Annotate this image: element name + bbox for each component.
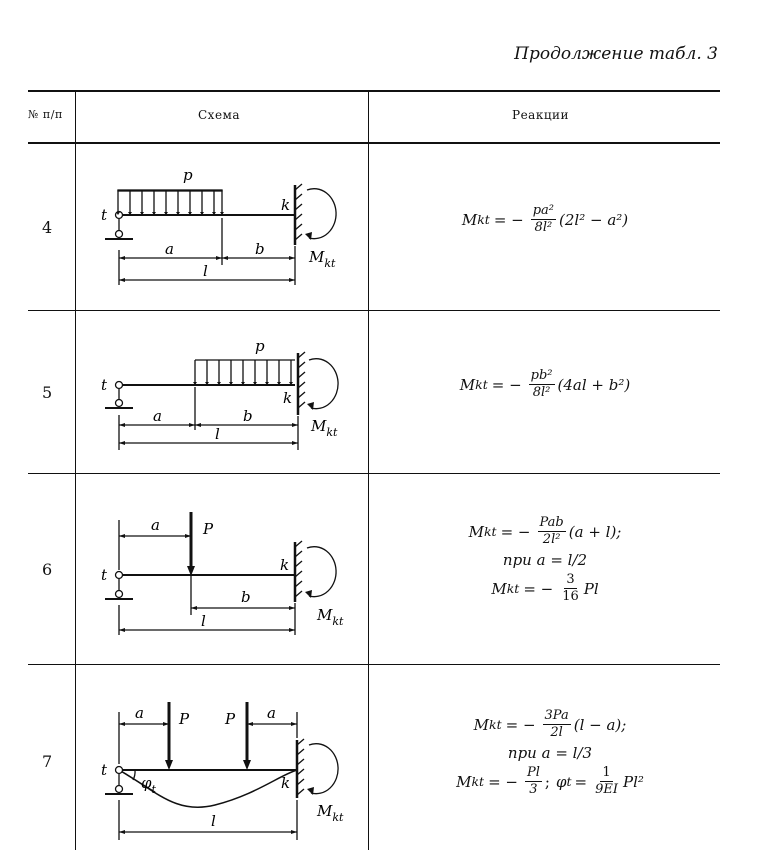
label-k: k (281, 196, 290, 214)
label-phi: φt (141, 774, 157, 796)
label-a2: a (267, 704, 276, 722)
header-scheme: Схема (198, 108, 241, 122)
label-l: l (215, 425, 220, 443)
header-num: № п/п (28, 108, 63, 121)
label-b: b (255, 240, 265, 258)
formula-condition: при a = l/2 (502, 551, 588, 569)
label-t: t (101, 376, 108, 394)
label-m: Mkt (316, 606, 344, 628)
header-bottom-rule (28, 142, 720, 144)
column-rule (75, 90, 76, 850)
label-b: b (241, 588, 251, 606)
label-m: Mkt (308, 248, 336, 270)
label-a: a (165, 240, 174, 258)
label-k: k (281, 774, 290, 792)
label-p: p (255, 337, 265, 355)
formula-condition: при a = l/3 (507, 744, 593, 762)
row-number: 6 (42, 560, 53, 579)
label-l: l (201, 612, 206, 630)
label-l: l (203, 262, 208, 280)
scheme-row-7: P P a a t φt l k Mkt (101, 702, 344, 840)
row-rule (28, 473, 720, 474)
header-reactions: Реакции (512, 108, 570, 122)
row-number: 7 (42, 752, 53, 771)
label-t: t (101, 566, 108, 584)
label-a1: a (135, 704, 144, 722)
row-rule (28, 310, 720, 311)
label-p: p (183, 166, 193, 184)
scheme-row-5: p t a b l k Mkt (101, 337, 339, 450)
table-caption: Продолжение табл. 3 (514, 44, 718, 64)
column-rule (368, 90, 369, 850)
row-rule (28, 664, 720, 665)
label-t: t (101, 206, 108, 224)
label-k: k (280, 556, 289, 574)
label-m: Mkt (316, 802, 344, 824)
label-p2: P (224, 710, 236, 728)
label-l: l (211, 812, 216, 830)
label-a: a (153, 407, 162, 425)
table-top-rule (28, 90, 720, 92)
label-k: k (283, 389, 292, 407)
label-b: b (243, 407, 253, 425)
scheme-row-6: P t a b l k Mkt (101, 512, 344, 635)
label-p1: P (178, 710, 190, 728)
scheme-row-4: p t a b l k Mkt (101, 166, 337, 285)
row-number: 4 (42, 218, 53, 237)
label-t: t (101, 761, 108, 779)
row-number: 5 (42, 383, 53, 402)
label-p: P (202, 520, 214, 538)
label-a: a (151, 516, 160, 534)
label-m: Mkt (310, 417, 338, 439)
